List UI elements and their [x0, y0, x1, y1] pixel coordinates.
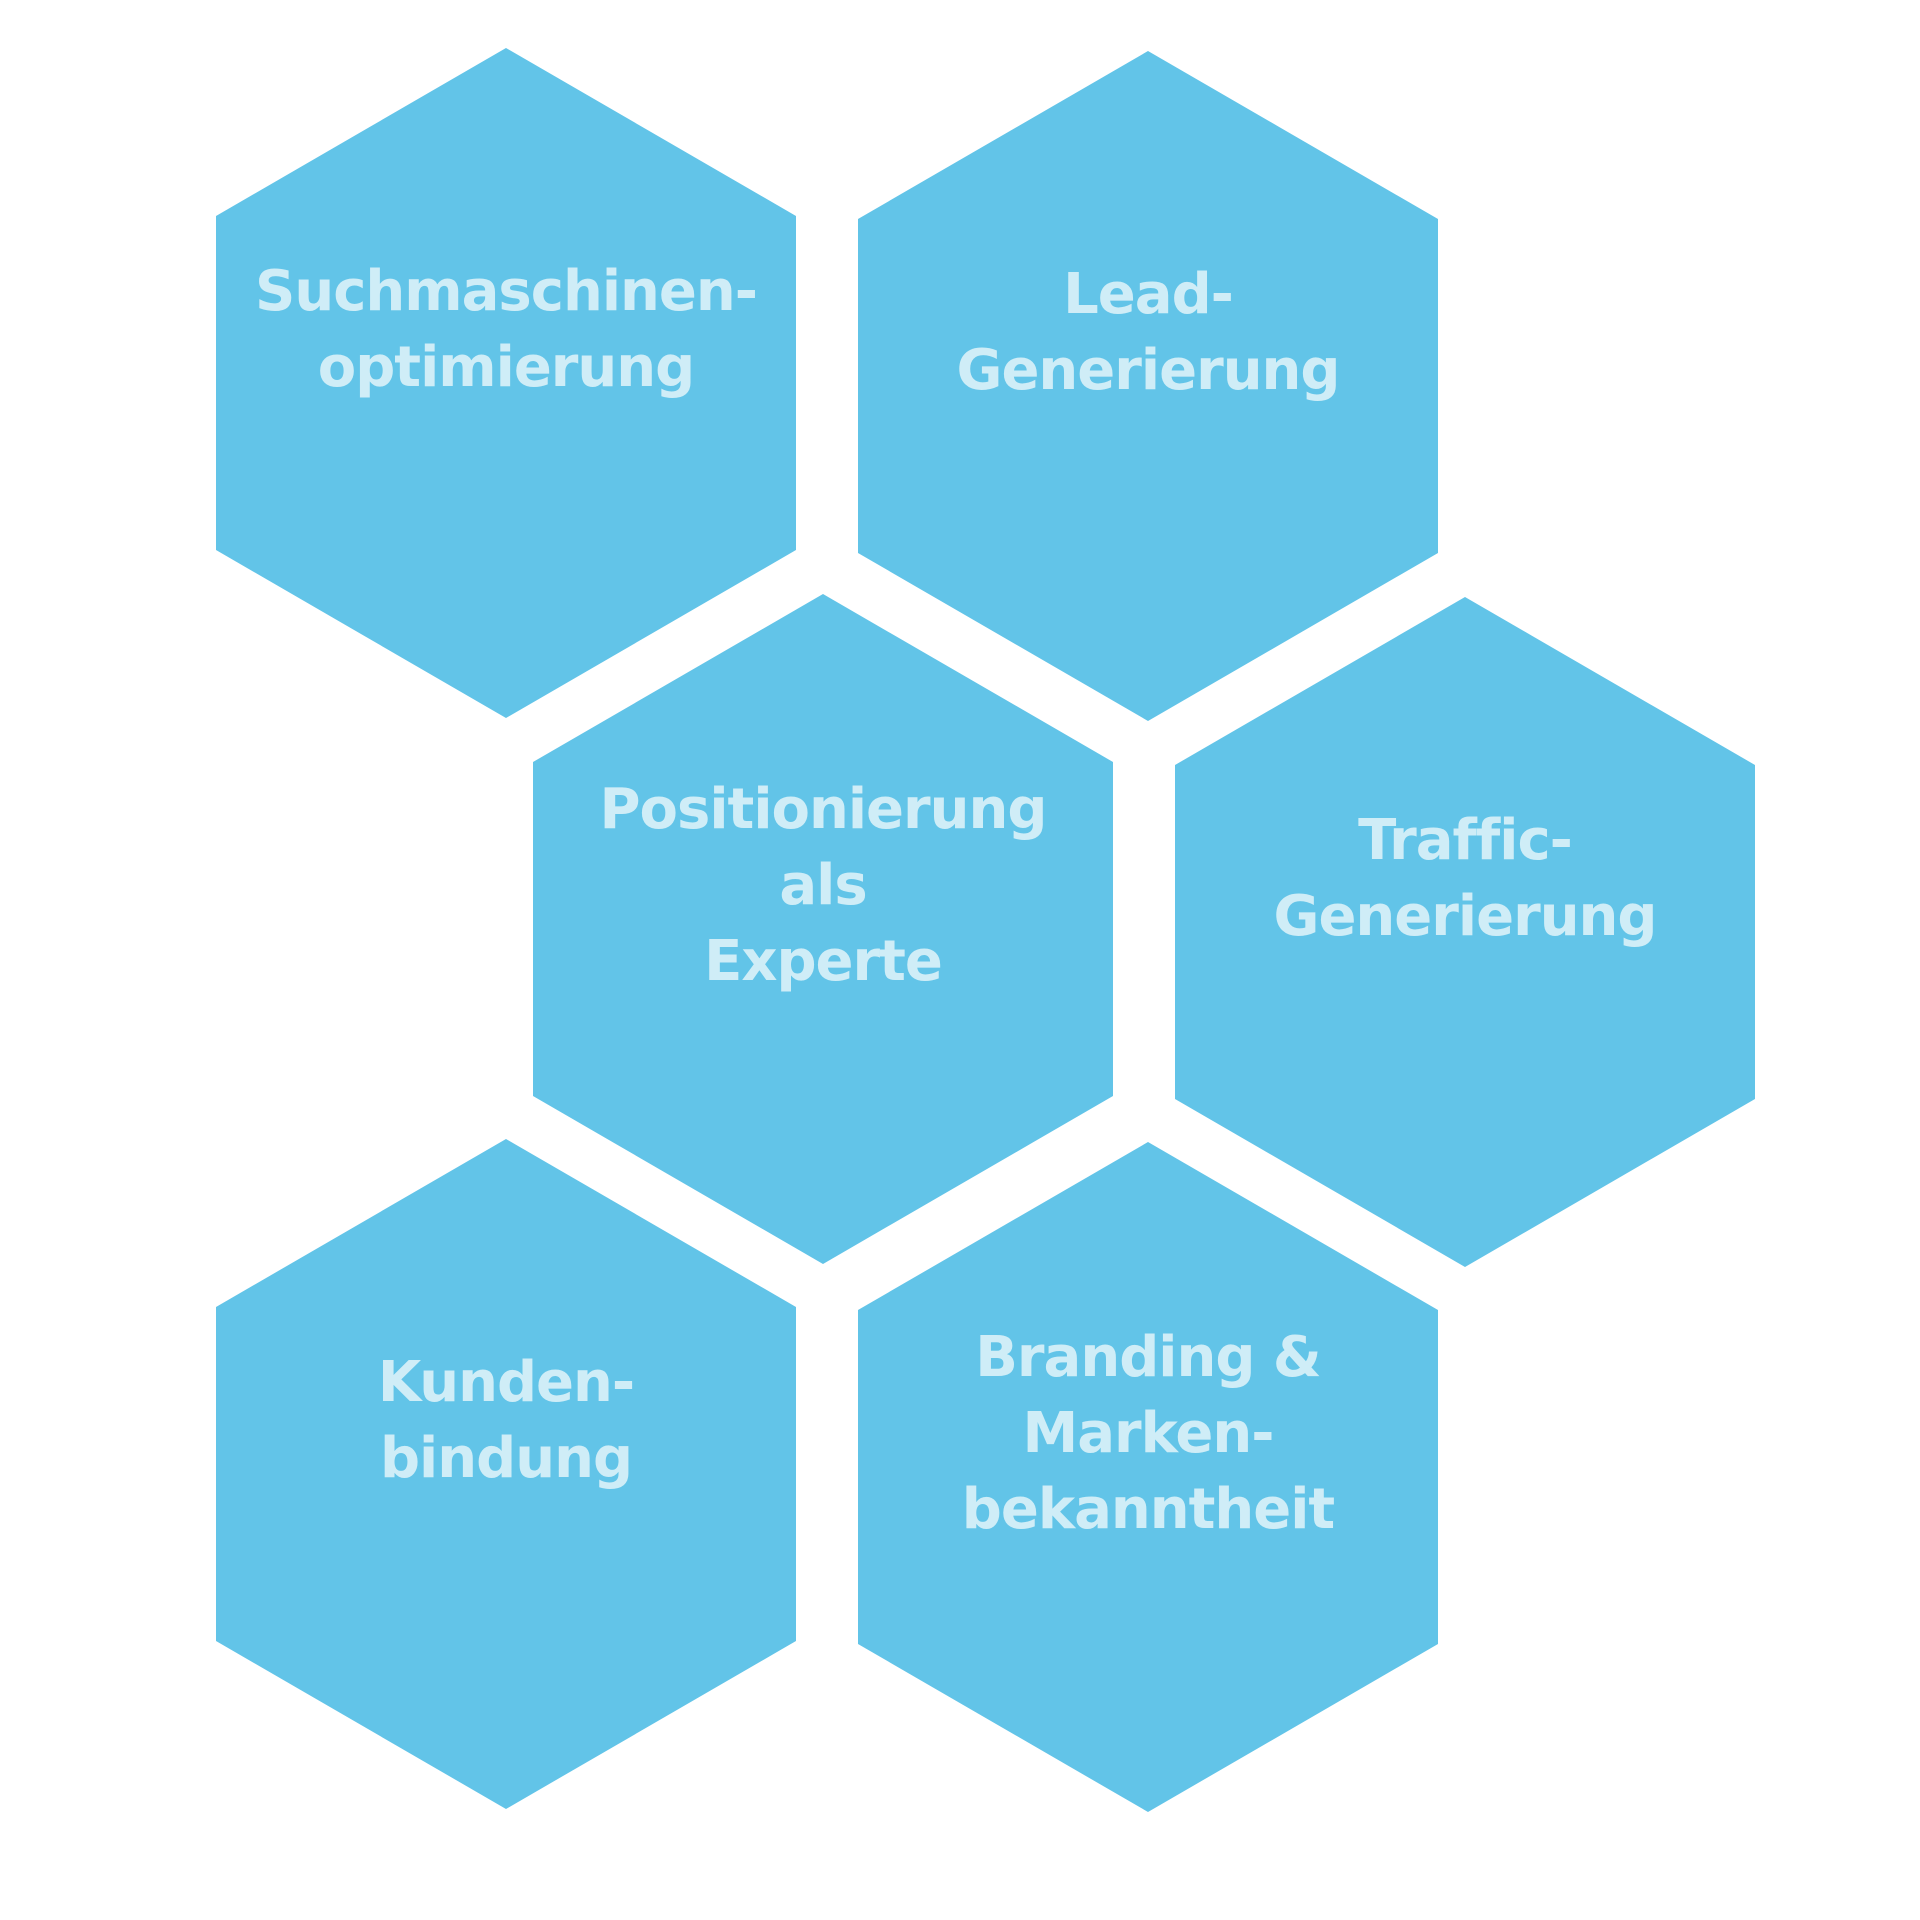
- hexagon-lead-generation: Lead- Generierung: [858, 51, 1438, 721]
- hexagon-label-line: Experte: [704, 929, 942, 994]
- hexagon-label-line: bindung: [380, 1426, 632, 1491]
- hexagon-label-line: Kunden-: [378, 1350, 634, 1415]
- hexagon-customer-retention: Kunden-bindung: [216, 1139, 796, 1809]
- hexagon-shape: [216, 48, 796, 718]
- hexagon-label-line: Lead-: [1063, 262, 1233, 327]
- hexagon-label-line: Generierung: [956, 338, 1339, 403]
- hexagon-shape: [1175, 597, 1755, 1267]
- hexagon-label-line: Suchmaschinen-: [255, 259, 757, 324]
- hexagon-label-line: optimierung: [318, 335, 695, 400]
- hexagon-label-line: Branding &: [975, 1325, 1321, 1390]
- hexagon-traffic-generation: Traffic- Generierung: [1175, 597, 1755, 1267]
- hexagon-label-line: Positionierung: [600, 777, 1047, 842]
- hexagon-branding: Branding & Marken-bekanntheit: [858, 1142, 1438, 1812]
- hexagon-shape: [858, 51, 1438, 721]
- hexagon-label-line: bekanntheit: [962, 1477, 1335, 1542]
- hexagon-layer: Suchmaschinen-optimierung Lead- Generierun…: [216, 48, 1755, 1812]
- hexagon-label-line: Generierung: [1273, 884, 1656, 949]
- hexagon-label-line: Traffic-: [1358, 808, 1572, 873]
- hexagon-shape: [216, 1139, 796, 1809]
- hexagon-shape: [533, 594, 1113, 1264]
- hexagon-seo: Suchmaschinen-optimierung: [216, 48, 796, 718]
- hexagon-label-line: Marken-: [1023, 1401, 1274, 1466]
- hexagon-shape: [858, 1142, 1438, 1812]
- hexagon-label-line: als: [779, 853, 866, 918]
